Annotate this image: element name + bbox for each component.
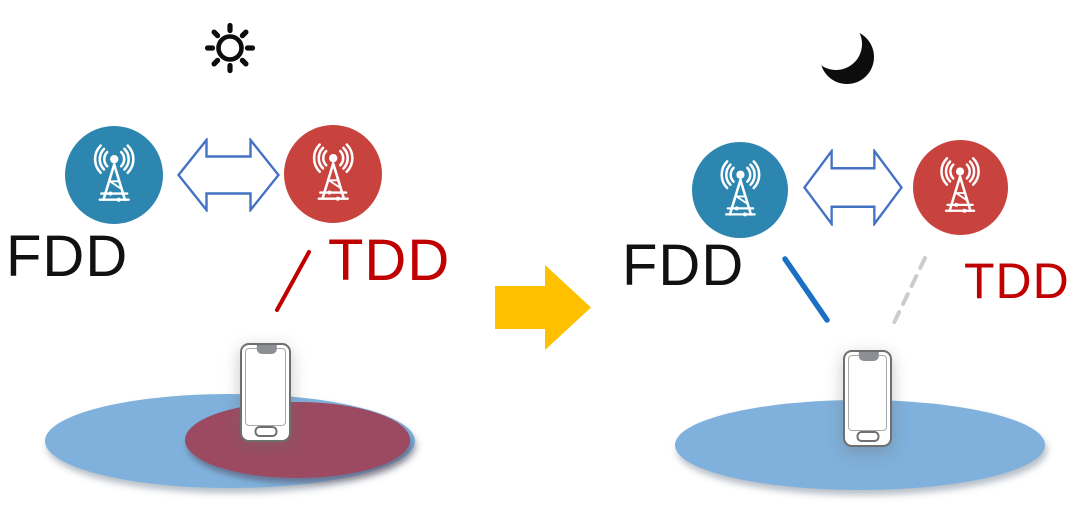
- antenna-icon: [312, 143, 354, 201]
- phone-notch: [256, 345, 277, 354]
- fdd-base-station-night: [692, 142, 788, 238]
- transition-right-arrow-icon: [495, 265, 591, 350]
- tdd-phone-link-night-dashed: [890, 256, 927, 329]
- tdd-base-station-day: [284, 125, 382, 223]
- phone-home-button: [856, 431, 879, 442]
- tdd-label-night: TDD: [964, 253, 1070, 309]
- phone-screen: [848, 355, 887, 431]
- tdd-phone-link-day: [275, 250, 311, 312]
- swap-arrow-icon-day: [177, 138, 280, 212]
- tdd-label-day: TDD: [328, 228, 451, 293]
- moon-icon: [817, 22, 874, 84]
- antenna-icon: [720, 159, 760, 216]
- phone-notch: [858, 352, 879, 361]
- fdd-base-station-day: [65, 126, 163, 224]
- antenna-icon: [93, 144, 135, 202]
- phone-screen: [245, 348, 286, 426]
- fdd-label-day: FDD: [6, 224, 129, 289]
- swap-arrow-icon-night: [803, 149, 903, 226]
- antenna-icon: [940, 157, 981, 214]
- smartphone-icon-night: [843, 350, 892, 447]
- tdd-base-station-night: [913, 140, 1008, 235]
- tdd-coverage-ellipse-day: [185, 402, 410, 478]
- fdd-label-night: FDD: [622, 233, 745, 298]
- sun-icon: [204, 22, 256, 74]
- phone-home-button: [254, 426, 277, 437]
- fdd-phone-link-night: [782, 256, 830, 323]
- smartphone-icon-day: [240, 343, 291, 442]
